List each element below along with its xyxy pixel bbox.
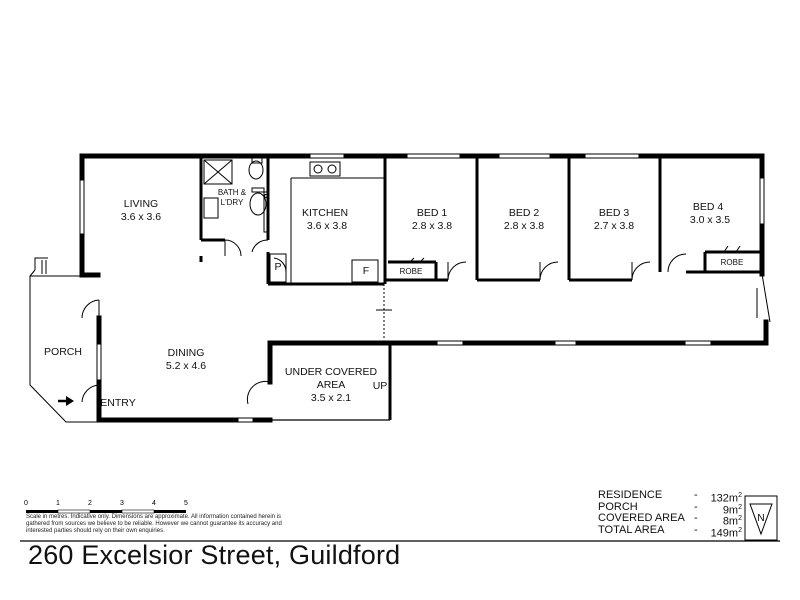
robe-label-bed4: ROBE bbox=[721, 258, 744, 267]
area-row-porch: PORCH - 9m2 bbox=[598, 500, 748, 517]
door-swings bbox=[81, 239, 771, 405]
area-value: 149m2 bbox=[710, 526, 742, 540]
room-label-kitchen: KITCHEN bbox=[302, 207, 348, 219]
area-dash: - bbox=[694, 523, 698, 536]
room-dims-covered: 3.5 x 2.1 bbox=[311, 392, 351, 404]
room-label-bed4: BED 4 bbox=[693, 201, 724, 213]
scale-tick: 0 bbox=[24, 500, 28, 507]
room-dims-living: 3.6 x 3.6 bbox=[121, 211, 161, 223]
scale-tick: 3 bbox=[120, 500, 124, 507]
area-label: TOTAL AREA bbox=[598, 523, 665, 536]
area-value: 132m2 bbox=[710, 492, 742, 505]
area-dash: - bbox=[694, 512, 698, 524]
pantry-label: P bbox=[274, 261, 281, 273]
room-dims-bed4: 3.0 x 3.5 bbox=[690, 214, 730, 226]
room-label-covered-2: AREA bbox=[317, 379, 346, 391]
area-value: 8m2 bbox=[722, 515, 742, 528]
bath-fixtures bbox=[203, 157, 269, 233]
area-label: COVERED AREA bbox=[598, 512, 685, 524]
scale-tick: 2 bbox=[88, 500, 92, 507]
scale-bar: 0 1 2 3 4 5 bbox=[24, 500, 188, 514]
area-dash: - bbox=[694, 489, 698, 501]
area-label: PORCH bbox=[598, 500, 638, 513]
scale-tick: 4 bbox=[152, 500, 156, 507]
property-address: 260 Excelsior Street, Guildford bbox=[28, 540, 401, 570]
robe-label-bed1: ROBE bbox=[400, 267, 423, 276]
up-label: UP bbox=[373, 380, 388, 392]
entry-arrow-icon bbox=[58, 396, 74, 406]
room-label-bath: BATH & bbox=[218, 188, 247, 197]
scale-tick: 5 bbox=[184, 500, 188, 507]
room-label-bed2: BED 2 bbox=[509, 207, 540, 219]
fridge-label: F bbox=[363, 265, 369, 277]
area-row-covered: COVERED AREA - 8m2 bbox=[598, 512, 748, 528]
disclaimer-text: Scale in metres. Indicative only. Dimens… bbox=[26, 514, 282, 534]
room-label-bed1: BED 1 bbox=[417, 207, 448, 219]
room-label-covered: UNDER COVERED bbox=[285, 366, 378, 378]
room-dims-bed3: 2.7 x 3.8 bbox=[594, 220, 634, 232]
room-dims-bed2: 2.8 x 3.8 bbox=[504, 220, 544, 232]
room-label-laundry: L'DRY bbox=[221, 198, 244, 207]
kitchen-fixtures bbox=[269, 161, 741, 284]
room-label-dining: DINING bbox=[168, 347, 205, 359]
room-label-porch: PORCH bbox=[44, 346, 82, 358]
windows bbox=[79, 153, 765, 423]
room-dims-bed1: 2.8 x 3.8 bbox=[412, 220, 452, 232]
area-dash: - bbox=[694, 500, 698, 513]
room-label-entry: ENTRY bbox=[100, 397, 135, 409]
room-label-bed3: BED 3 bbox=[599, 207, 630, 219]
porch-outline bbox=[29, 257, 99, 423]
north-compass-icon: N bbox=[744, 495, 778, 541]
compass-letter: N bbox=[757, 513, 764, 524]
area-label: RESIDENCE bbox=[598, 489, 663, 501]
room-dims-dining: 5.2 x 4.6 bbox=[166, 360, 206, 372]
area-row-residence: RESIDENCE - 132m2 bbox=[598, 489, 748, 505]
room-dims-kitchen: 3.6 x 3.8 bbox=[307, 220, 347, 232]
area-value: 9m2 bbox=[722, 503, 742, 517]
exterior-walls bbox=[79, 153, 769, 423]
room-label-living: LIVING bbox=[124, 198, 158, 210]
interior-walls bbox=[199, 156, 762, 421]
scale-tick: 1 bbox=[56, 500, 60, 507]
area-row-total: TOTAL AREA - 149m2 bbox=[598, 523, 748, 540]
area-summary: RESIDENCE - 132m2 PORCH - 9m2 COVERED AR… bbox=[598, 489, 748, 540]
